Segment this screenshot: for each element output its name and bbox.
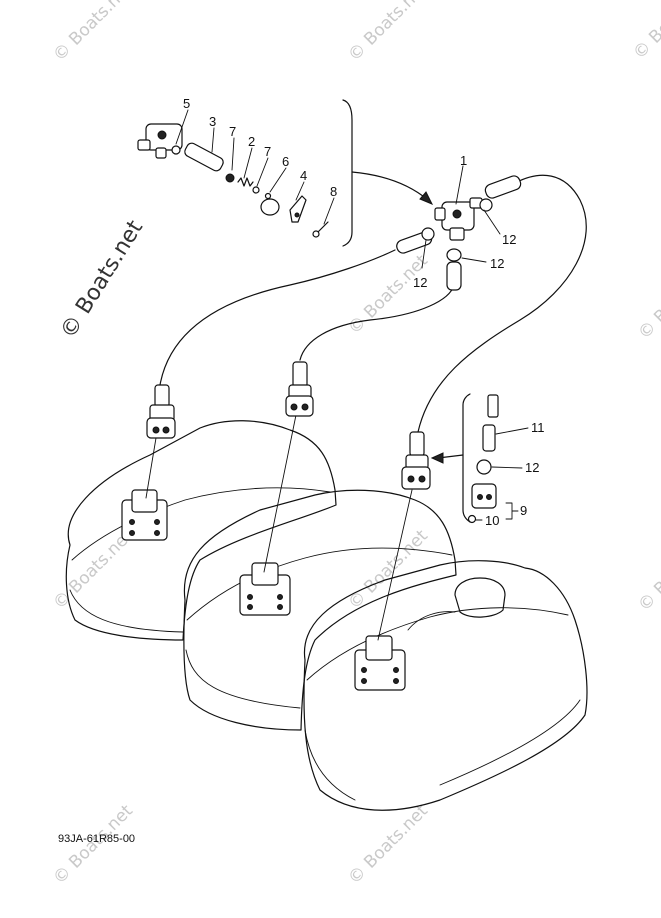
callout-12d: 12 [525,460,539,475]
fuel-tank-middle [183,489,457,731]
watermark-tile: © Boats.net [344,801,432,889]
callout-1: 1 [460,153,467,168]
callout-11: 11 [531,420,545,435]
callout-10: 10 [485,513,499,528]
callout-3: 3 [209,114,216,129]
callout-5: 5 [183,96,190,111]
watermark-tiles: © Boats.net © Boats.net © Boats.net © Bo… [49,0,661,889]
watermark-tile: © Boats.net [344,251,432,339]
callout-7a: 7 [229,124,236,139]
fuel-tank-right [303,560,588,811]
joint-assembly [396,175,522,291]
watermark-tile: © Boats.net [634,256,661,344]
watermark-tile: © Boats.net [634,528,661,616]
exploded-subassembly [137,99,434,247]
leader-lines [175,109,529,521]
callout-12a: 12 [502,232,516,247]
watermark-tile: © Boats.net [49,0,137,66]
fuel-tank-left [65,420,337,641]
fuel-hoses [145,174,587,641]
watermark-tile: © Boats.net [344,526,432,614]
callout-4: 4 [300,168,307,183]
callout-9: 9 [520,503,527,518]
callout-12c: 12 [413,275,427,290]
diagram-code: 93JA-61R85-00 [58,833,135,845]
callout-7b: 7 [264,144,271,159]
callout-12b: 12 [490,256,504,271]
watermark-main: © Boats.net [56,216,149,343]
detail-group-right [430,393,519,524]
callout-8: 8 [330,184,337,199]
callout-6: 6 [282,154,289,169]
watermark-tile: © Boats.net [344,0,432,66]
callout-labels: 5 3 7 2 7 6 4 8 1 12 12 12 11 12 9 10 [183,96,545,528]
callout-2: 2 [248,134,255,149]
hose-connectors [146,361,431,490]
watermark-tile: © Boats.net [629,0,661,64]
